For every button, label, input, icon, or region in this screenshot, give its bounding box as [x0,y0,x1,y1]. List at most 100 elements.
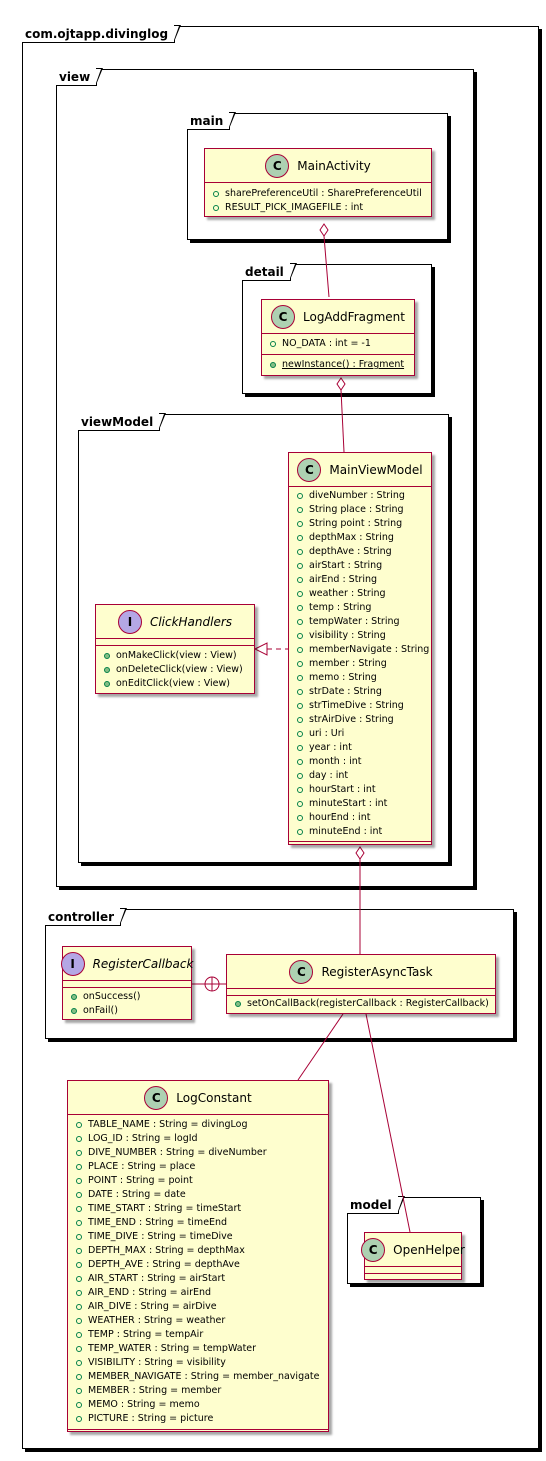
field: airStart : String [297,559,423,573]
class-stereotype-icon: C [271,304,295,329]
field: AIR_DIVE : String = airDive [76,1300,320,1314]
class-name: ClickHandlers [149,614,233,629]
methods-section [68,1430,328,1436]
public-field-icon [297,717,303,723]
public-field-icon [76,1164,82,1170]
public-field-icon [76,1360,82,1366]
package-controller-label: controller [45,908,128,926]
field: strAirDive : String [297,713,423,727]
field: MEMBER_NAVIGATE : String = member_naviga… [76,1370,320,1384]
field: RESULT_PICK_IMAGEFILE : int [213,201,423,215]
field: memo : String [297,671,423,685]
interface-registercallback: I RegisterCallback onSuccess() onFail() [60,946,194,1020]
public-field-icon [297,801,303,807]
method: onFail() [71,1004,183,1018]
field: month : int [297,755,423,769]
public-field-icon [297,703,303,709]
public-field-icon [297,829,303,835]
field: hourEnd : int [297,811,423,825]
class-logconstant: C LogConstant TABLE_NAME : String = divi… [67,1080,329,1432]
class-stereotype-icon: C [144,1085,169,1110]
fields-section: NO_DATA : int = -1 [262,334,414,355]
methods-section [289,842,431,848]
fields-section [96,639,254,646]
field: TABLE_NAME : String = divingLog [76,1118,320,1132]
public-field-icon [213,205,219,211]
fields-section [365,1267,461,1274]
public-method-icon [270,362,276,368]
public-field-icon [297,619,303,625]
class-mainviewmodel: C MainViewModel diveNumber : String Stri… [288,452,432,845]
field: PLACE : String = place [76,1160,320,1174]
field: TIME_DIVE : String = timeDive [76,1230,320,1244]
field: temp : String [297,601,423,615]
field: tempWater : String [297,615,423,629]
package-viewmodel-label: viewModel [78,413,167,431]
field: WEATHER : String = weather [76,1314,320,1328]
public-field-icon [297,731,303,737]
public-field-icon [297,689,303,695]
public-field-icon [213,191,219,197]
field: airEnd : String [297,573,423,587]
class-header: C RegisterAsyncTask [227,955,495,989]
public-field-icon [76,1150,82,1156]
public-field-icon [76,1178,82,1184]
field: DEPTH_MAX : String = depthMax [76,1244,320,1258]
public-field-icon [297,605,303,611]
fields-section: diveNumber : String String place : Strin… [289,487,431,842]
field: MEMBER : String = member [76,1384,320,1398]
field: strTimeDive : String [297,699,423,713]
public-method-icon [104,653,110,659]
class-name: RegisterCallback [92,956,194,971]
method: onEditClick(view : View) [104,677,246,691]
class-stereotype-icon: C [265,153,290,178]
public-field-icon [297,661,303,667]
public-field-icon [76,1416,82,1422]
public-field-icon [297,787,303,793]
fields-section [63,981,191,988]
package-root-label: com.ojtapp.divinglog [22,25,182,43]
public-field-icon [297,745,303,751]
class-header: C LogConstant [68,1081,328,1115]
field: diveNumber : String [297,489,423,503]
public-field-icon [76,1136,82,1142]
class-mainactivity: C MainActivity sharePreferenceUtil : Sha… [204,148,432,217]
public-field-icon [76,1318,82,1324]
public-field-icon [76,1220,82,1226]
public-field-icon [76,1304,82,1310]
public-field-icon [297,563,303,569]
method: newInstance() : Fragment [270,358,406,372]
class-stereotype-icon: C [297,457,322,482]
public-field-icon [76,1290,82,1296]
public-method-icon [104,667,110,673]
field: String point : String [297,517,423,531]
field: visibility : String [297,629,423,643]
class-name: LogConstant [176,1090,252,1105]
interface-stereotype-icon: I [60,951,85,976]
field: hourStart : int [297,783,423,797]
field: String place : String [297,503,423,517]
public-field-icon [76,1206,82,1212]
class-registerasynctask: C RegisterAsyncTask setOnCallBack(regist… [226,954,496,1014]
field: NO_DATA : int = -1 [270,337,406,351]
field: AIR_END : String = airEnd [76,1286,320,1300]
class-logaddfragment: C LogAddFragment NO_DATA : int = -1 newI… [261,299,415,376]
public-field-icon [297,759,303,765]
public-field-icon [297,773,303,779]
public-field-icon [297,815,303,821]
fields-section: sharePreferenceUtil : SharePreferenceUti… [205,183,431,219]
package-detail-label: detail [242,263,297,281]
public-method-icon [235,1001,241,1007]
package-main-label: main [187,112,237,130]
public-field-icon [297,535,303,541]
package-view-label: view [56,68,104,86]
public-field-icon [76,1346,82,1352]
class-stereotype-icon: C [361,1237,386,1262]
field: LOG_ID : String = logId [76,1132,320,1146]
public-method-icon [71,994,77,1000]
field: sharePreferenceUtil : SharePreferenceUti… [213,187,423,201]
class-header: I ClickHandlers [96,605,254,639]
class-openhelper: C OpenHelper [361,1232,465,1280]
field: day : int [297,769,423,783]
public-field-icon [76,1192,82,1198]
